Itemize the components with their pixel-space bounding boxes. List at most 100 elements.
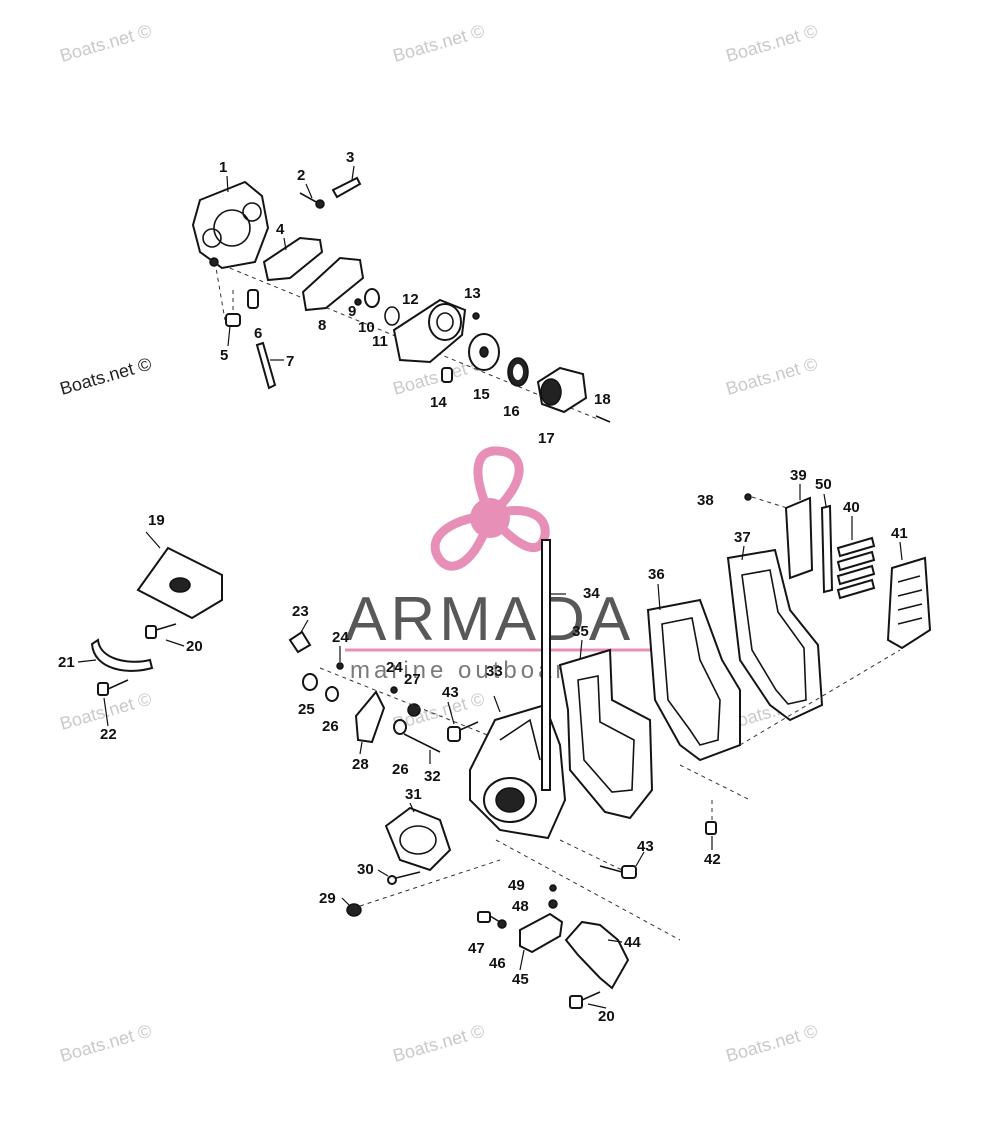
part-4-gasket <box>262 236 324 282</box>
part-labels: 1 2 3 4 5 6 7 8 9 10 11 12 13 14 15 16 1… <box>58 149 908 1025</box>
part-43-screw <box>447 721 479 742</box>
watermark: Boats.net © <box>391 21 487 66</box>
part-label: 34 <box>583 585 600 602</box>
part-41-reed-block <box>886 556 932 650</box>
part-label: 36 <box>648 566 665 583</box>
part-label: 24 <box>332 629 349 646</box>
part-label: 24 <box>386 659 403 676</box>
watermark: Boats.net © <box>58 1021 154 1066</box>
propeller-icon <box>430 446 550 571</box>
part-label: 46 <box>489 955 506 972</box>
watermark: Boats.net © <box>58 354 154 399</box>
left-assembly <box>90 546 223 696</box>
part-label: 12 <box>402 291 419 308</box>
bottom-assembly <box>477 839 681 1009</box>
part-label: 11 <box>372 333 388 350</box>
part-26-washer <box>325 686 339 702</box>
part-44-bracket <box>564 920 630 990</box>
part-11-oring <box>384 306 400 326</box>
part-label: 31 <box>405 786 422 803</box>
part-13-screw <box>472 312 480 320</box>
part-label: 3 <box>346 149 354 166</box>
part-25-nut <box>302 673 318 691</box>
upper-assembly <box>191 176 611 423</box>
part-3-hose <box>331 176 362 199</box>
logo-brand-text: ARMADA <box>345 585 634 654</box>
part-label: 5 <box>220 347 228 364</box>
part-label: 48 <box>512 898 529 915</box>
part-label: 22 <box>100 726 117 743</box>
part-label: 26 <box>322 718 339 735</box>
part-label: 16 <box>503 403 520 420</box>
part-label: 4 <box>276 221 285 238</box>
part-20-screw <box>145 623 177 639</box>
part-48-washer <box>548 899 558 909</box>
part-label: 38 <box>697 492 714 509</box>
watermark: Boats.net © <box>724 1021 820 1066</box>
part-label: 8 <box>318 317 326 334</box>
part-50-strip <box>820 504 834 594</box>
part-label: 50 <box>815 476 832 493</box>
part-label: 26 <box>392 761 409 778</box>
part-label: 20 <box>598 1008 615 1025</box>
armada-logo: ARMADA marine outboards <box>345 446 652 684</box>
part-label: 40 <box>843 499 860 516</box>
part-label: 14 <box>430 394 447 411</box>
part-label: 39 <box>790 467 807 484</box>
part-label: 25 <box>298 701 315 718</box>
part-2-screw <box>299 192 325 209</box>
part-label: 43 <box>442 684 459 701</box>
part-39-plate <box>784 496 814 580</box>
part-18-screw <box>595 415 611 423</box>
part-10-seal <box>364 288 380 308</box>
part-49-screw <box>549 884 557 892</box>
part-35-gasket <box>558 648 654 820</box>
part-15-impeller <box>468 333 500 371</box>
part-42-screw <box>705 800 717 835</box>
part-1-cover <box>191 180 270 270</box>
part-32-shaft <box>403 733 441 753</box>
part-26-washer-b <box>393 719 407 735</box>
part-14-plug <box>441 367 453 383</box>
part-28-link <box>354 690 386 744</box>
watermark: Boats.net © <box>724 21 820 66</box>
part-label: 45 <box>512 971 529 988</box>
leader-lines <box>77 165 903 1009</box>
part-17-housing <box>536 366 588 414</box>
part-21-clamp <box>90 638 154 672</box>
part-label: 15 <box>473 386 490 403</box>
part-29-nut <box>346 903 362 917</box>
part-label: 49 <box>508 877 525 894</box>
part-47-screw <box>477 911 501 923</box>
part-label: 32 <box>424 768 441 785</box>
part-24-ball <box>336 662 344 670</box>
part-fitting <box>247 289 259 309</box>
center-assembly <box>288 539 654 917</box>
part-label: 9 <box>348 303 356 320</box>
right-assembly <box>559 493 932 879</box>
part-label: 28 <box>352 756 369 773</box>
part-label: 44 <box>624 934 641 951</box>
part-label: 18 <box>594 391 611 408</box>
watermark: Boats.net © <box>724 354 820 399</box>
part-label: 41 <box>891 525 908 542</box>
part-label: 13 <box>464 285 481 302</box>
part-7-tube <box>255 341 277 390</box>
part-label: 30 <box>357 861 374 878</box>
part-22-screw <box>97 679 129 696</box>
part-label: 35 <box>572 623 589 640</box>
part-8-plate <box>301 256 365 312</box>
part-label: 42 <box>704 851 721 868</box>
part-label: 6 <box>254 325 262 342</box>
part-31-gasket <box>384 806 452 872</box>
part-label: 1 <box>219 159 227 176</box>
part-43-screw-b <box>599 865 637 879</box>
part-5-plug <box>225 290 241 327</box>
logo-tagline-text: marine outboards <box>350 657 601 684</box>
part-label: 43 <box>637 838 654 855</box>
part-label: 10 <box>358 319 375 336</box>
part-45-bracket <box>519 912 564 954</box>
part-34-rod <box>541 539 551 791</box>
watermark: Boats.net © <box>391 1021 487 1066</box>
